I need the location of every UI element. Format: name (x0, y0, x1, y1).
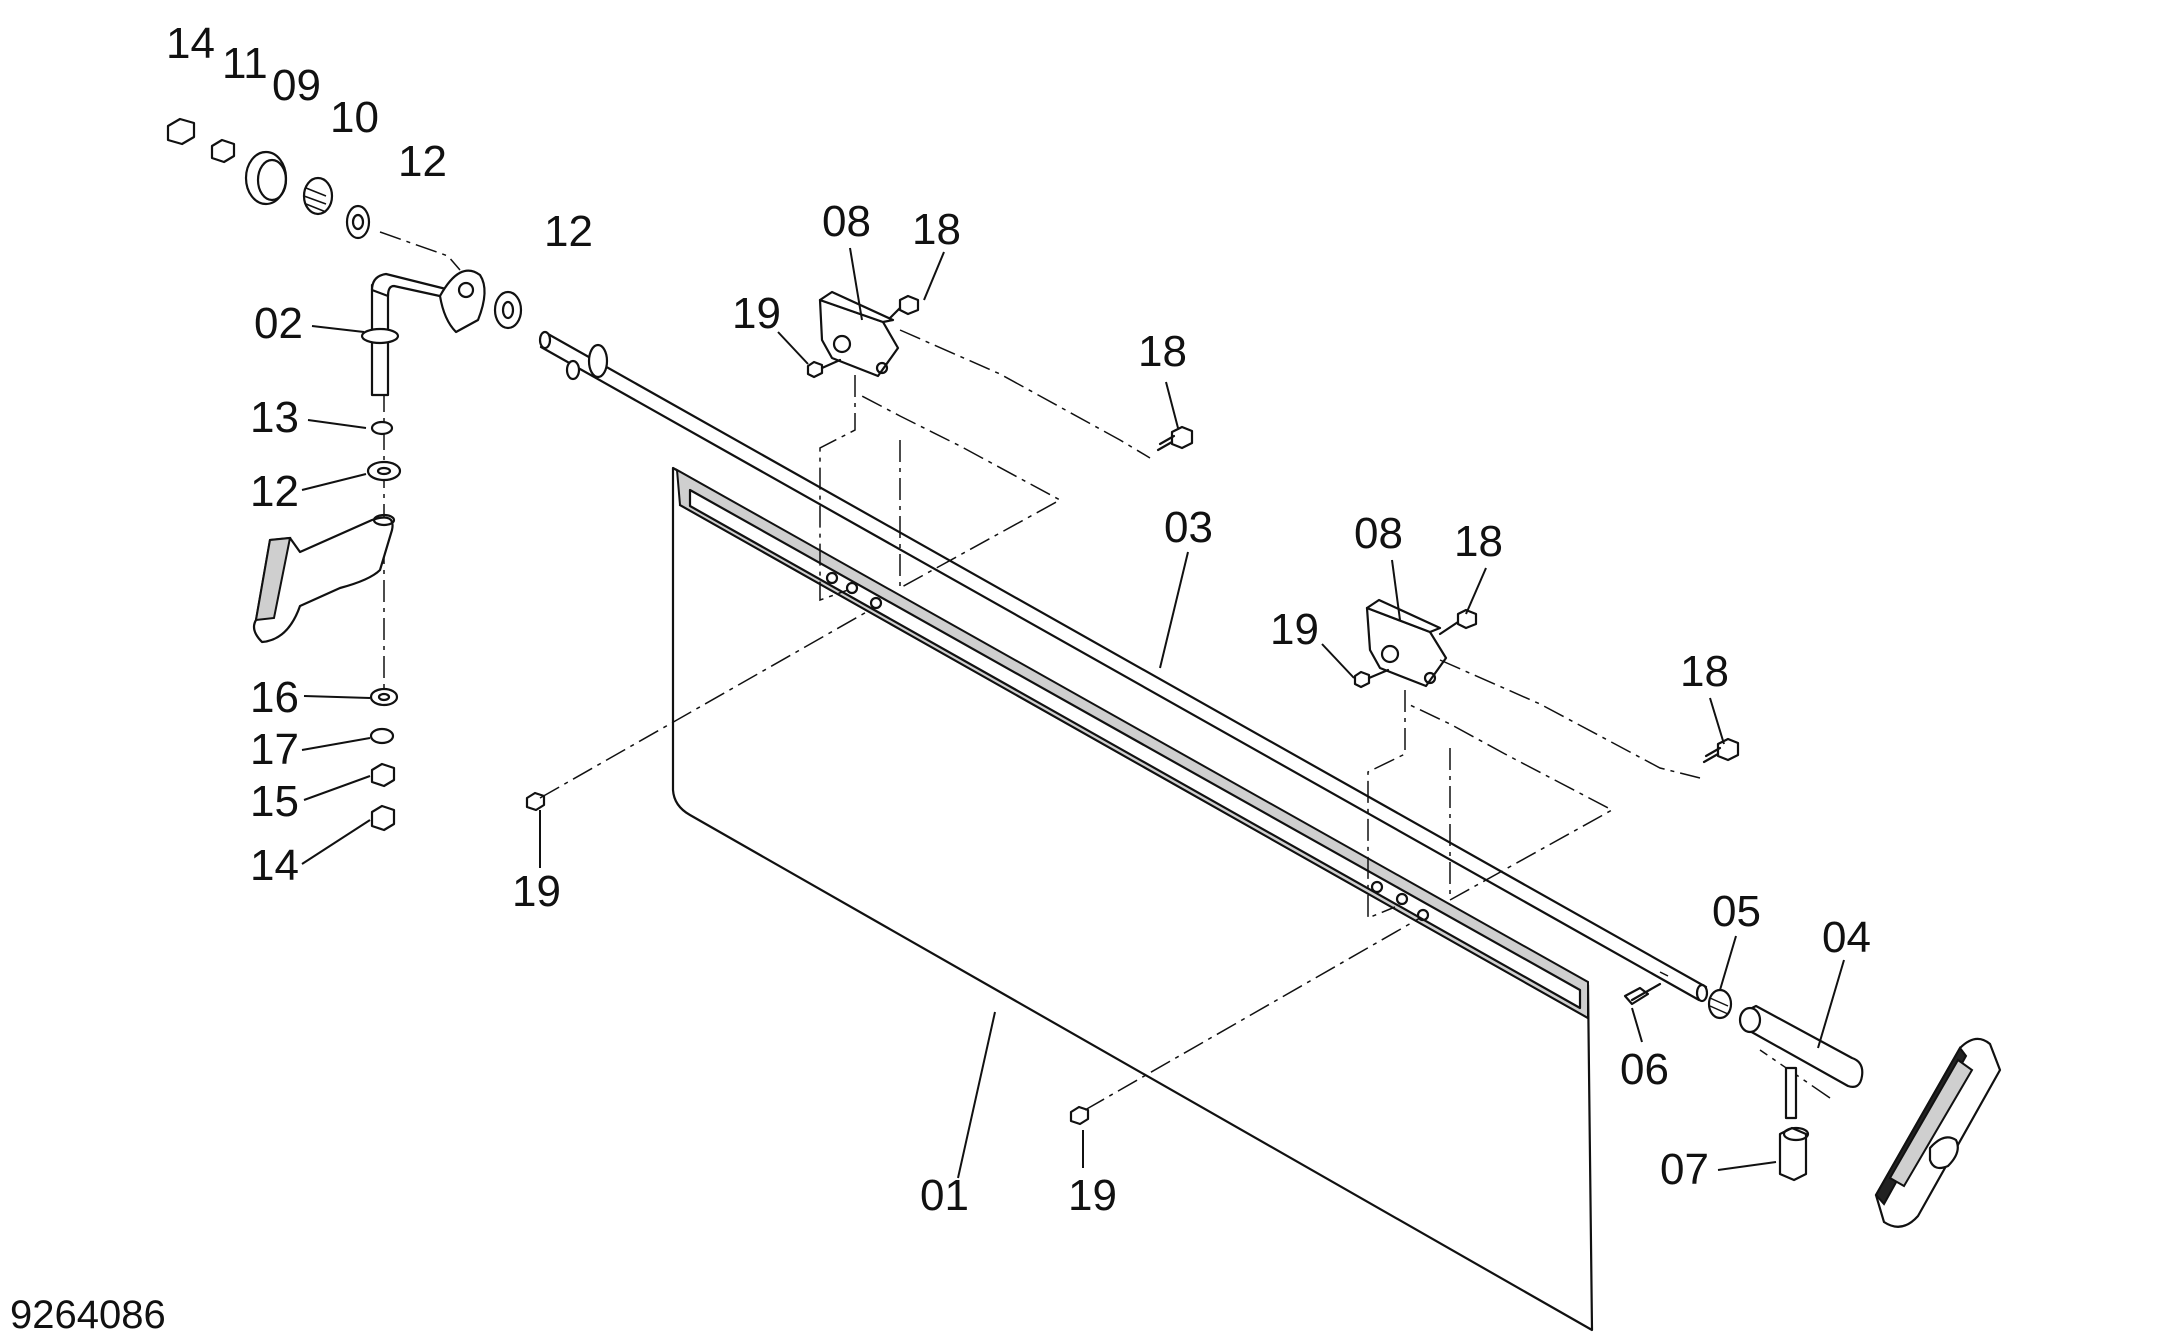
callout-19-left: 19 (512, 867, 561, 916)
callout-07: 07 (1660, 1145, 1709, 1194)
callout-12-a: 12 (398, 137, 447, 186)
callout-08-lower: 08 (1354, 509, 1403, 558)
bolt-18-a (1156, 425, 1194, 452)
callout-12-c: 12 (250, 467, 299, 516)
leader-lines (301, 247, 1845, 1179)
washer-stack (366, 420, 402, 832)
drawing-number: 9264086 (10, 1293, 166, 1337)
callout-11: 11 (222, 39, 268, 88)
callout-18-lower: 18 (1454, 517, 1503, 566)
hardware-right (1623, 982, 1864, 1182)
hinge-bracket-upper (806, 290, 920, 379)
callout-03: 03 (1164, 503, 1213, 552)
callout-02: 02 (254, 299, 303, 348)
bolt-18-b (1702, 737, 1740, 764)
hardware-upper-left (166, 117, 523, 330)
nut-19-left (525, 791, 546, 812)
callout-04: 04 (1822, 913, 1871, 962)
callout-19-lower: 19 (1270, 605, 1319, 654)
nut-19-bottom (1069, 1105, 1090, 1126)
callout-18-upper: 18 (912, 205, 961, 254)
callout-09: 09 (272, 61, 321, 110)
callout-19-upper: 19 (732, 289, 781, 338)
hinge-bracket-lower (1353, 598, 1478, 689)
callout-01: 01 (920, 1171, 969, 1220)
callout-06: 06 (1620, 1045, 1669, 1094)
callout-14-bottom: 14 (250, 841, 299, 890)
blade-panel (671, 466, 1594, 1332)
handle-knob (1874, 1037, 2002, 1228)
callout-13: 13 (250, 393, 299, 442)
crank-lever (360, 269, 486, 397)
callout-14-top: 14 (166, 19, 215, 68)
callout-18-lower-right: 18 (1680, 647, 1729, 696)
rod (538, 330, 1709, 1003)
callout-16: 16 (250, 673, 299, 722)
callout-18-upper-right: 18 (1138, 327, 1187, 376)
callout-05: 05 (1712, 887, 1761, 936)
callout-15: 15 (250, 777, 299, 826)
callout-12-b: 12 (544, 207, 593, 256)
callout-labels: 14 11 09 10 12 12 02 13 12 16 17 15 14 1… (166, 19, 1871, 1220)
callout-10: 10 (330, 93, 379, 142)
handle-bracket (252, 513, 396, 644)
callout-19-bottom: 19 (1068, 1171, 1117, 1220)
callout-17: 17 (250, 725, 299, 774)
callout-08-upper: 08 (822, 197, 871, 246)
